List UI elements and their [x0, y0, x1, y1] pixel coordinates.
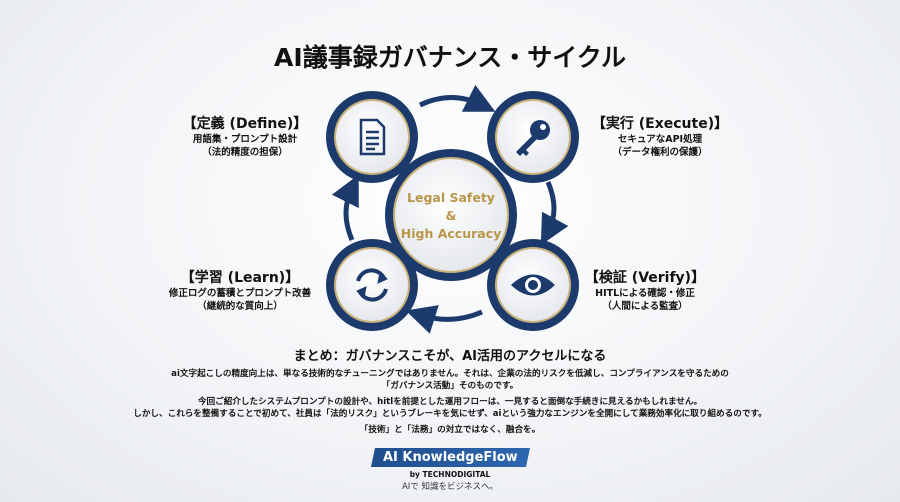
- learn-heading: 【学習 (Learn)】: [180, 270, 300, 286]
- verify-heading: 【検証 (Verify)】: [584, 270, 706, 286]
- page-title: AI議事録ガバナンス・サイクル: [274, 43, 626, 72]
- learn-note: （継続的な質向上）: [197, 301, 283, 312]
- summary-section: まとめ：ガバナンスこそが、AI活用のアクセルになる ai文字起こしの精度向上は、…: [0, 345, 900, 442]
- document-icon: [359, 118, 386, 156]
- verify-note: （人間による監査）: [602, 301, 688, 312]
- summary-paragraph-2: 今回ご紹介したシステムプロンプトの設計や、hitlを前提とした運用フローは、一見…: [0, 397, 900, 420]
- cycle-arrows: [331, 84, 569, 334]
- eye-icon: [511, 274, 555, 296]
- execute-label: 【実行 (Execute)】 セキュアなAPI処理 （データ権利の保護）: [575, 113, 745, 159]
- arrow-execute-to-verify: [540, 181, 569, 246]
- execute-node: [487, 91, 579, 183]
- summary-p1-line1: ai文字起こしの精度向上は、単なる技術的なチューニングではありません。それは、企…: [171, 369, 729, 379]
- summary-p1-line2: 「ガバナンス活動」そのものです。: [381, 380, 519, 391]
- center-line-3: High Accuracy: [401, 226, 502, 241]
- summary-p2-line1: 今回ご紹介したシステムプロンプトの設計や、hitlを前提とした運用フローは、一見…: [197, 397, 703, 407]
- define-note: （法的精度の担保）: [202, 147, 288, 158]
- execute-desc: セキュアなAPI処理: [617, 134, 703, 145]
- define-heading: 【定義 (Define)】: [182, 116, 308, 132]
- verify-desc: HITLによる確認・修正: [595, 288, 695, 299]
- execute-note: （データ権利の保護）: [612, 147, 708, 158]
- key-icon: [516, 120, 550, 156]
- define-node: [326, 91, 418, 183]
- summary-paragraph-3: 「技術」と「法務」の対立ではなく、融合を。: [359, 425, 541, 435]
- summary-paragraph-1: ai文字起こしの精度向上は、単なる技術的なチューニングではありません。それは、企…: [0, 369, 900, 392]
- cycle-diagram: Legal Safety & High Accuracy: [326, 84, 579, 334]
- brand-tagline: AIで 知識をビジネスへ。: [401, 482, 499, 492]
- brand-by: by TECHNODIGITAL: [409, 470, 491, 479]
- brand-logo: AI KnowledgeFlow: [370, 448, 530, 467]
- brand-footer: AI KnowledgeFlow by TECHNODIGITAL AIで 知識…: [350, 446, 550, 492]
- summary-heading: まとめ：ガバナンスこそが、AI活用のアクセルになる: [293, 349, 607, 364]
- center-line-1: Legal Safety: [407, 190, 495, 205]
- verify-node: [487, 239, 579, 331]
- learn-label: 【学習 (Learn)】 修正ログの蓄積とプロンプト改善 （継続的な質向上）: [150, 267, 330, 313]
- summary-p2-line2: しかし、これらを整備することで初めて、社員は「法的リスク」というブレーキを気にせ…: [133, 408, 767, 419]
- define-label: 【定義 (Define)】 用語集・プロンプト設計 （法的精度の担保）: [160, 113, 330, 159]
- arrow-verify-to-learn: [405, 305, 483, 334]
- define-desc: 用語集・プロンプト設計: [192, 134, 298, 145]
- learn-desc: 修正ログの蓄積とプロンプト改善: [168, 288, 312, 299]
- learn-node: [326, 239, 418, 331]
- arrow-define-to-execute: [418, 84, 496, 112]
- refresh-icon: [356, 268, 388, 302]
- execute-heading: 【実行 (Execute)】: [591, 116, 729, 132]
- center-circle: Legal Safety & High Accuracy: [385, 149, 517, 281]
- arrow-learn-to-define: [331, 174, 359, 241]
- verify-label: 【検証 (Verify)】 HITLによる確認・修正 （人間による監査）: [570, 267, 720, 313]
- center-line-2: &: [446, 208, 457, 223]
